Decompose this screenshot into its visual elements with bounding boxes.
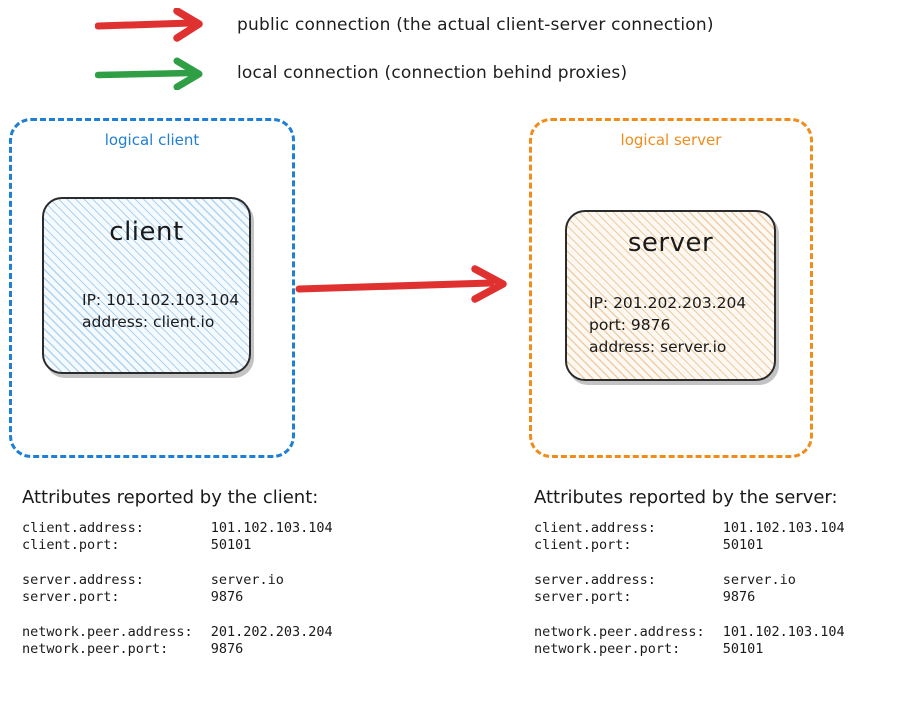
legend-item-public: public connection (the actual client-ser… <box>95 8 714 42</box>
attr-value: 50101 <box>722 537 764 553</box>
attr-value: 101.102.103.104 <box>210 520 333 536</box>
attributes-server-title: Attributes reported by the server: <box>534 487 838 508</box>
attr-value: 9876 <box>722 589 756 605</box>
logical-server-zone: logical server <box>529 118 813 458</box>
attr-key: client.address: <box>22 520 144 536</box>
client-node[interactable]: client IP: 101.102.103.104 address: clie… <box>42 197 251 374</box>
table-row: client.address: 101.102.103.104 <box>534 520 845 537</box>
attributes-client-block: Attributes reported by the client: clien… <box>22 487 333 658</box>
legend-label-local: local connection (connection behind prox… <box>237 63 628 83</box>
server-node-properties: IP: 201.202.203.204 port: 9876 address: … <box>589 294 747 356</box>
attr-value: 50101 <box>210 537 252 553</box>
row-spacer <box>22 554 333 572</box>
attr-value: 201.202.203.204 <box>210 624 333 640</box>
attr-value: server.io <box>722 572 796 588</box>
attr-value: 101.102.103.104 <box>722 624 845 640</box>
right-arrow-icon <box>95 8 203 42</box>
legend-item-local: local connection (connection behind prox… <box>95 56 627 90</box>
logical-server-label: logical server <box>620 131 722 149</box>
attr-key: client.port: <box>22 537 120 553</box>
attr-value: server.io <box>210 572 284 588</box>
attr-key: server.port: <box>22 589 120 605</box>
table-row: network.peer.address: 201.202.203.204 <box>22 624 333 641</box>
table-row: server.address: server.io <box>22 572 333 589</box>
table-row: network.peer.port: 9876 <box>22 641 333 658</box>
server-node[interactable]: server IP: 201.202.203.204 port: 9876 ad… <box>565 210 776 381</box>
table-row: client.address: 101.102.103.104 <box>22 520 333 537</box>
attr-key: server.port: <box>534 589 632 605</box>
row-spacer <box>534 606 845 624</box>
attributes-server-block: Attributes reported by the server: clien… <box>534 487 845 658</box>
attr-key: client.address: <box>534 520 656 536</box>
attr-value: 50101 <box>722 641 764 657</box>
attr-value: 9876 <box>210 641 244 657</box>
right-arrow-icon <box>95 57 203 90</box>
table-row: server.port: 9876 <box>22 589 333 606</box>
table-row: client.port: 50101 <box>534 537 845 554</box>
logical-client-zone: logical client <box>9 118 295 458</box>
attributes-client-title: Attributes reported by the client: <box>22 487 319 508</box>
client-node-title: client <box>109 217 184 247</box>
attr-key: network.peer.address: <box>534 624 705 640</box>
server-node-title: server <box>627 228 714 258</box>
attr-value: 101.102.103.104 <box>722 520 845 536</box>
attr-key: server.address: <box>534 572 656 588</box>
attributes-server-table: client.address: 101.102.103.104 client.p… <box>534 520 845 658</box>
client-node-properties: IP: 101.102.103.104 address: client.io <box>82 291 240 331</box>
table-row: server.address: server.io <box>534 572 845 589</box>
row-spacer <box>22 606 333 624</box>
table-row: server.port: 9876 <box>534 589 845 606</box>
logical-client-label: logical client <box>104 131 200 149</box>
attributes-client-table: client.address: 101.102.103.104 client.p… <box>22 520 333 658</box>
attr-value: 9876 <box>210 589 244 605</box>
legend-label-public: public connection (the actual client-ser… <box>237 15 714 35</box>
public-connection-arrow <box>295 265 507 303</box>
table-row: network.peer.address: 101.102.103.104 <box>534 624 845 641</box>
table-row: client.port: 50101 <box>22 537 333 554</box>
table-row: network.peer.port: 50101 <box>534 641 845 658</box>
attr-key: network.peer.address: <box>22 624 193 640</box>
attr-key: network.peer.port: <box>534 641 681 657</box>
attr-key: server.address: <box>22 572 144 588</box>
attr-key: client.port: <box>534 537 632 553</box>
attr-key: network.peer.port: <box>22 641 169 657</box>
row-spacer <box>534 554 845 572</box>
